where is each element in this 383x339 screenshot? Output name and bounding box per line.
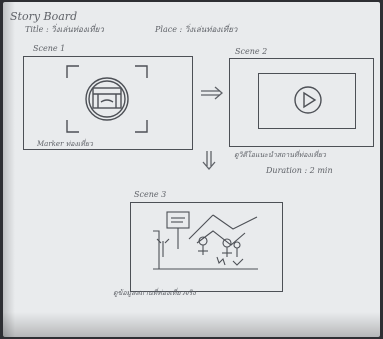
storyboard-title-line: Title : วิ่งเล่นท่องเที่ยว: [25, 26, 104, 34]
scene2-caption: ดูวิดีโอแนะนำสถานที่ท่องเที่ยว: [234, 152, 326, 159]
scene1-label: Scene 1: [33, 45, 65, 53]
arrow-right-icon: [200, 86, 224, 100]
storyboard-paper: Story Board Title : วิ่งเล่นท่องเที่ยว P…: [3, 2, 380, 337]
storyboard-place-line: Place : วิ่งเล่นท่องเที่ยว: [155, 26, 237, 34]
scene1-caption: Marker ท่องเที่ยว: [37, 141, 93, 148]
paper-shadow-bottom: [3, 312, 380, 337]
play-icon: [293, 85, 323, 115]
scene2-label: Scene 2: [235, 48, 267, 56]
arrow-down-icon: [202, 150, 216, 170]
paper-shadow-left: [3, 2, 15, 337]
storyboard-heading: Story Board: [10, 11, 77, 22]
scene3-sketch: [153, 209, 258, 273]
marker-target-icon: [65, 64, 149, 134]
scene3-label: Scene 3: [134, 191, 166, 199]
scene2-duration: Duration : 2 min: [266, 167, 333, 175]
scene3-caption: ดูข้อมูลสถานที่ท่องเที่ยวจริง: [113, 290, 196, 297]
